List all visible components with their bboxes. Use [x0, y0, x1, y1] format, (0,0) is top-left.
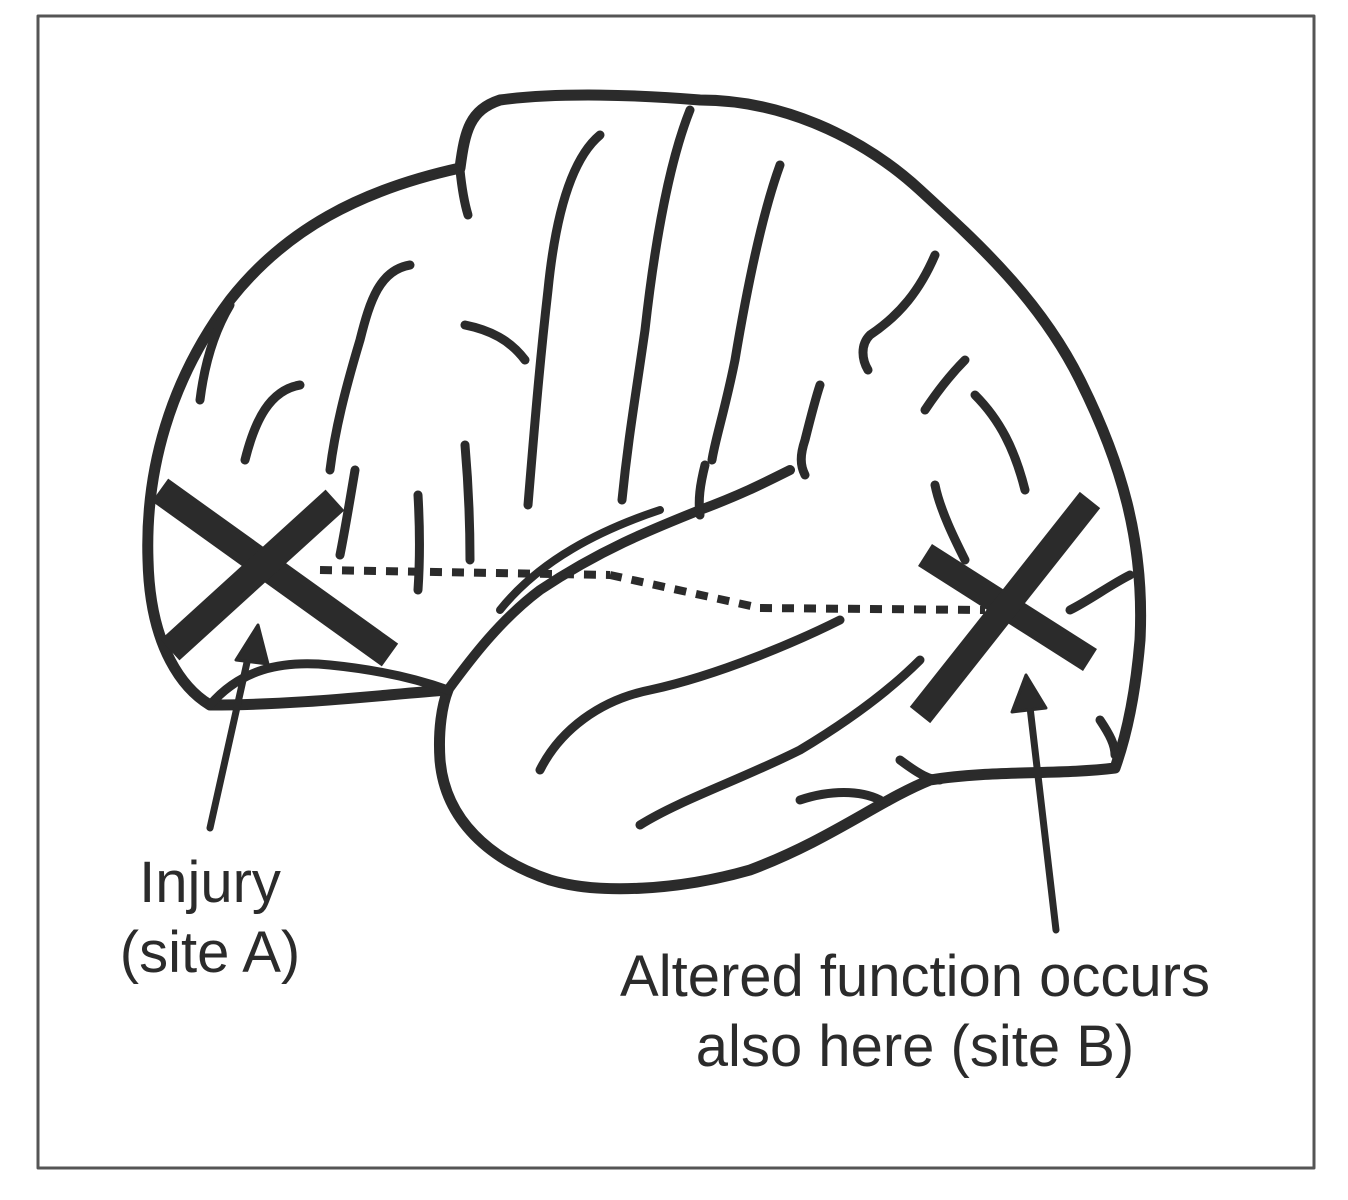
site-a-label-line2: (site A): [60, 918, 360, 988]
site-b-label: Altered function occurs also here (site …: [540, 942, 1290, 1081]
site-a-label: Injury (site A): [60, 848, 360, 987]
site-b-label-line1: Altered function occurs: [540, 942, 1290, 1012]
site-b-label-line2: also here (site B): [540, 1012, 1290, 1082]
site-a-label-line1: Injury: [60, 848, 360, 918]
